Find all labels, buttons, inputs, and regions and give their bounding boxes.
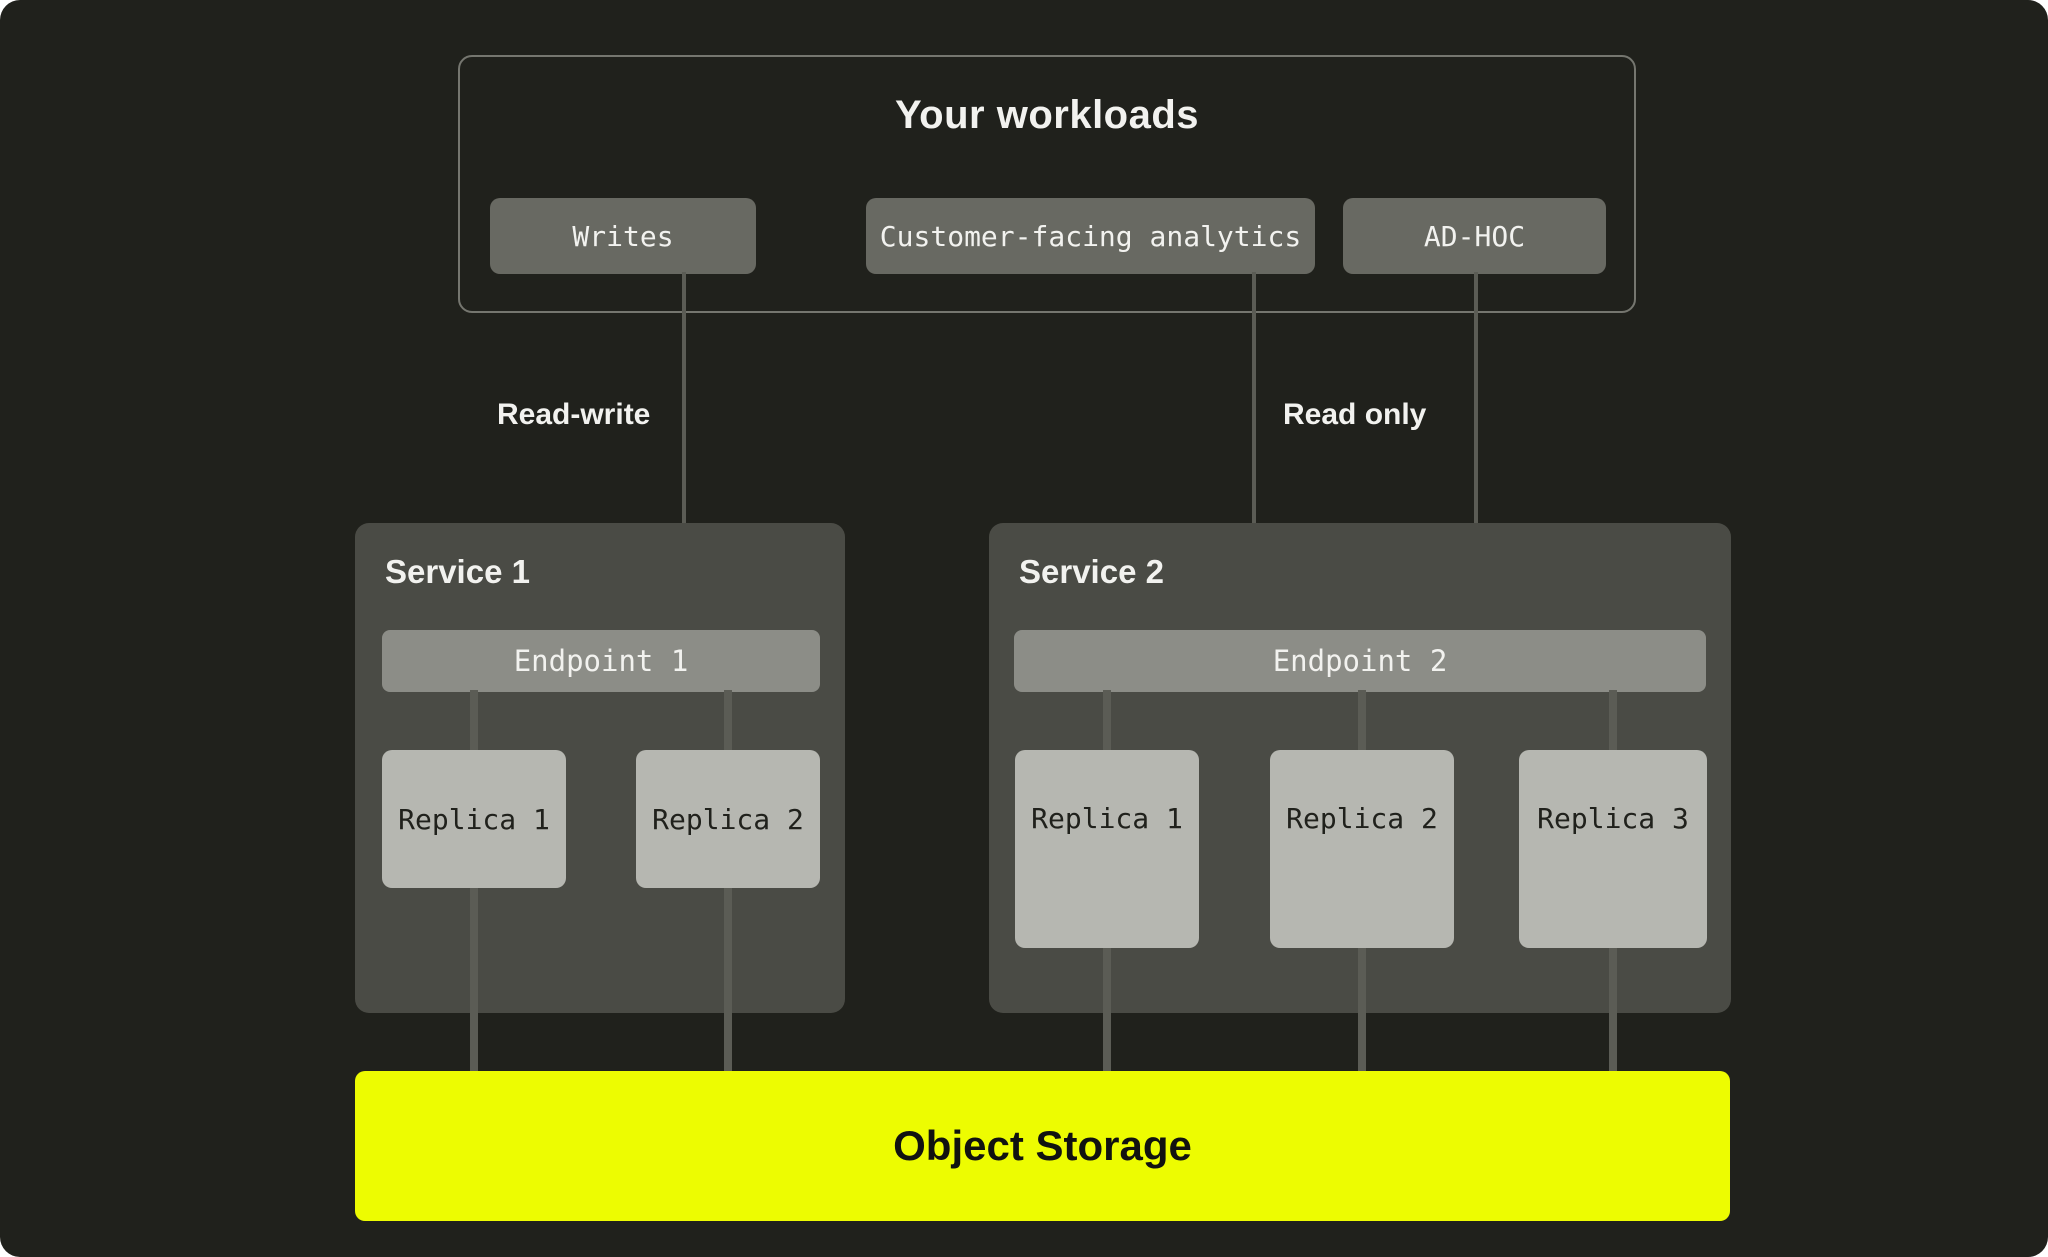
connector-line — [1103, 690, 1111, 752]
service-2-replica-3: Replica 3 — [1519, 750, 1707, 948]
connector-line — [1103, 948, 1111, 1071]
workload-chip-writes: Writes — [490, 198, 756, 274]
connector-line — [470, 690, 478, 752]
connector-line — [1358, 948, 1366, 1071]
service-1-group: Service 1 Endpoint 1 Replica 1 Replica 2 — [355, 523, 845, 1013]
service-1-title: Service 1 — [385, 553, 530, 590]
connector-line — [1609, 690, 1617, 752]
connector-line — [1609, 948, 1617, 1071]
service-2-replica-2: Replica 2 — [1270, 750, 1454, 948]
connector-line — [724, 690, 732, 752]
service-1-replica-2: Replica 2 — [636, 750, 820, 888]
edge-label-read-only: Read only — [1283, 398, 1427, 431]
service-2-title: Service 2 — [1019, 553, 1164, 590]
service-2-group: Service 2 Endpoint 2 Replica 1 Replica 2… — [989, 523, 1731, 1013]
service-1-replica-1: Replica 1 — [382, 750, 566, 888]
edge-label-read-write: Read-write — [497, 398, 651, 431]
arrow-adhoc-line — [1474, 272, 1478, 594]
connector-line — [1358, 690, 1366, 752]
service-2-replica-1: Replica 1 — [1015, 750, 1199, 948]
workloads-group: Your workloads Writes Customer-facing an… — [458, 55, 1636, 313]
object-storage-bar: Object Storage — [355, 1071, 1730, 1221]
connector-line — [724, 888, 732, 1071]
workloads-title: Your workloads — [894, 93, 1200, 137]
service-1-endpoint: Endpoint 1 — [382, 630, 820, 692]
arrow-analytics-line — [1252, 272, 1256, 594]
arrow-read-write-line — [682, 272, 686, 594]
workload-chip-analytics: Customer-facing analytics — [866, 198, 1315, 274]
connector-line — [470, 888, 478, 1071]
object-storage-label: Object Storage — [893, 1122, 1192, 1169]
service-2-endpoint: Endpoint 2 — [1014, 630, 1706, 692]
workload-chip-adhoc: AD-HOC — [1343, 198, 1606, 274]
